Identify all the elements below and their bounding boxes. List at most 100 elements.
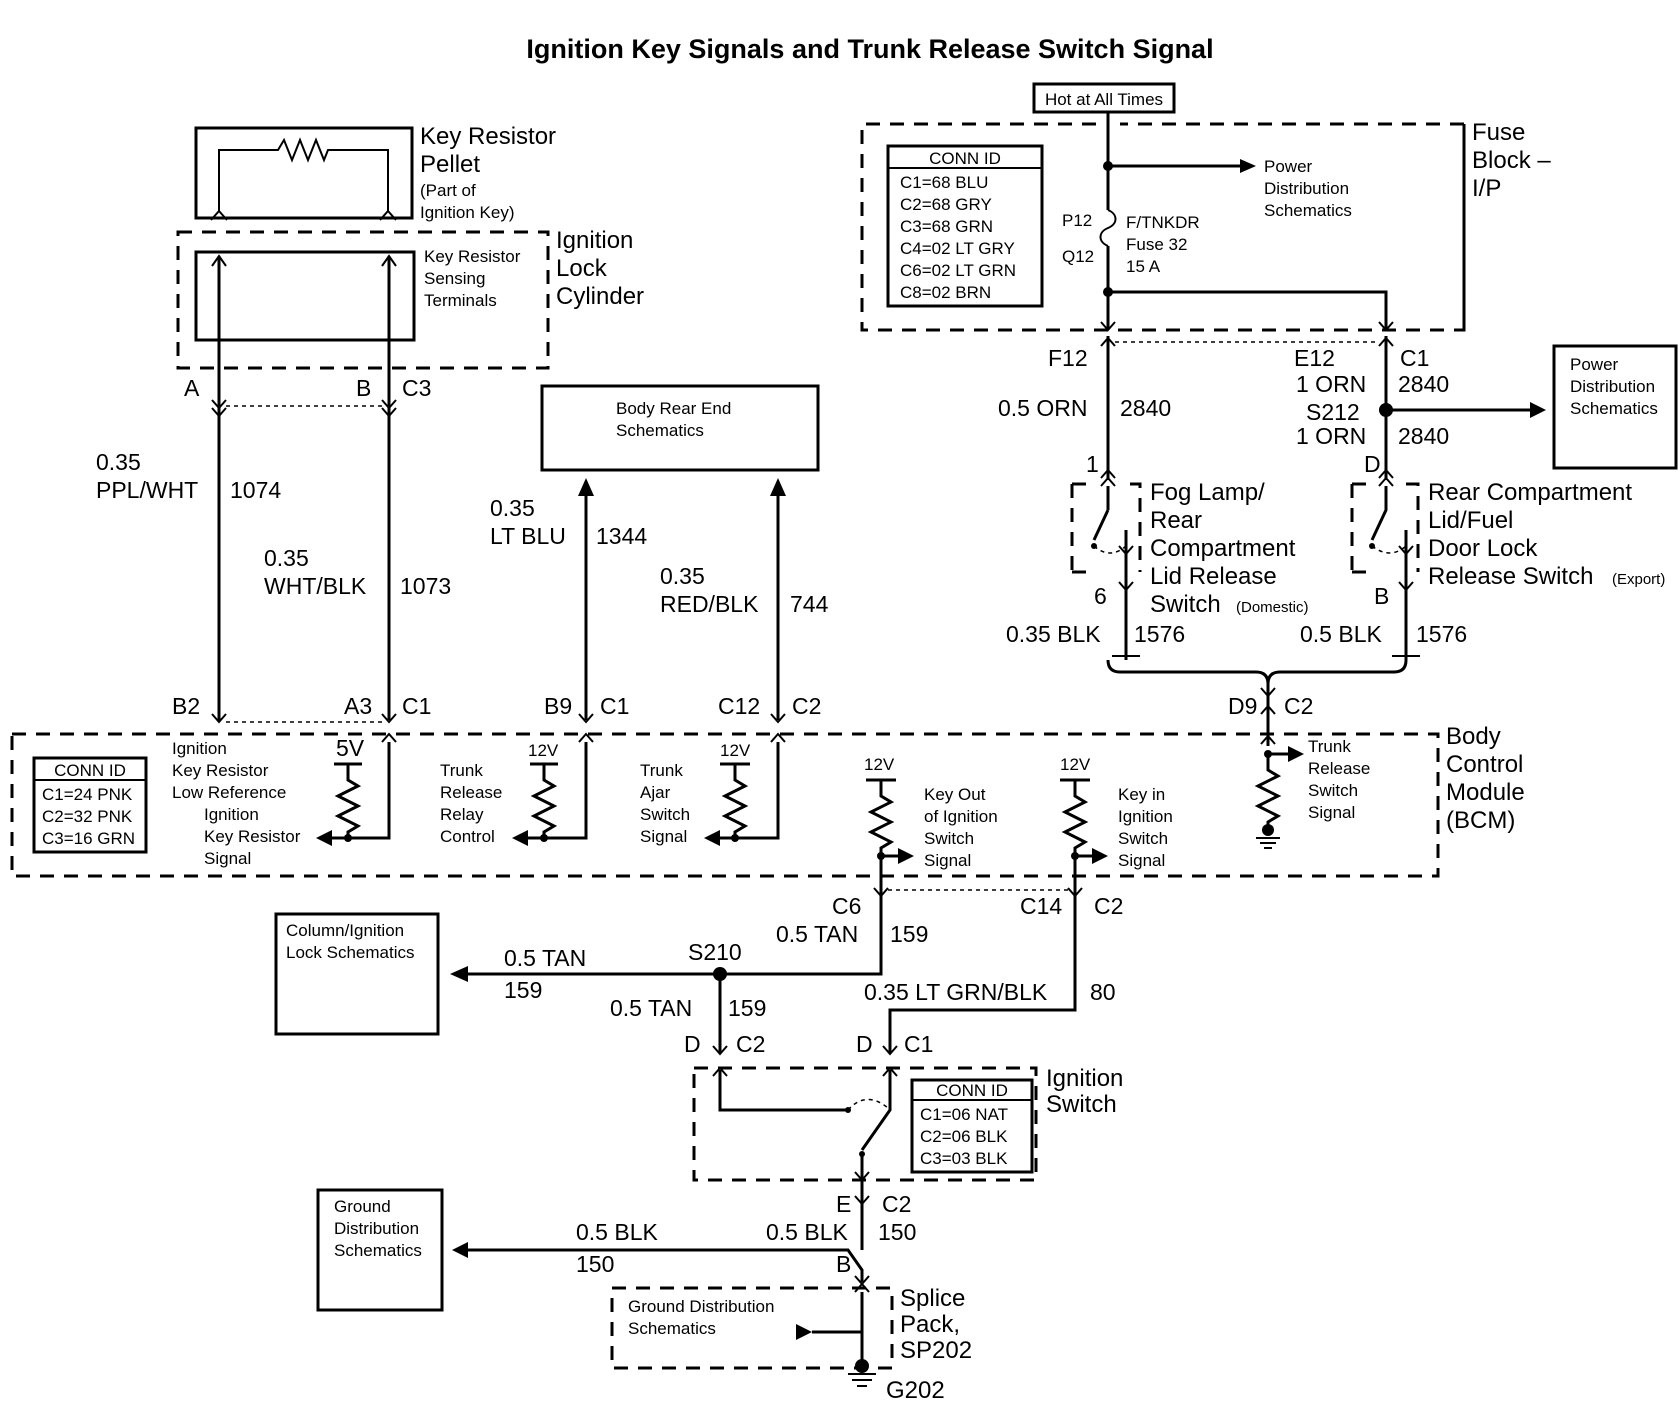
- bcm-conn-id-1: C1=24 PNK: [42, 785, 133, 804]
- body-rear-label-1: Body Rear End: [616, 399, 731, 418]
- fuse-conn-c1: C1: [1400, 345, 1429, 371]
- bcm-conn-id-title: CONN ID: [54, 761, 126, 780]
- lock-cylinder-label-2: Lock: [556, 255, 608, 282]
- w159-down-num: 159: [728, 995, 766, 1021]
- sensing-terminals-label-1: Key Resistor: [424, 247, 521, 266]
- w1576-r-num: 1576: [1416, 621, 1467, 647]
- column-label-1: Column/Ignition: [286, 921, 404, 940]
- sensing-terminals-label-3: Terminals: [424, 291, 497, 310]
- fuse-conn-id-2: C2=68 GRY: [900, 195, 992, 214]
- bcm-conn-c2-c14: C2: [1094, 893, 1123, 919]
- lock-cylinder-label-1: Ignition: [556, 227, 633, 254]
- fog-pin-1: 1: [1086, 451, 1099, 477]
- bcm-12v-ajar: 12V: [720, 741, 751, 760]
- pin-b9: B9: [544, 693, 572, 719]
- trunk-ajar-label-4: Signal: [640, 827, 687, 846]
- fuse-label-3: 15 A: [1126, 257, 1161, 276]
- splice-pack-label-1: Splice: [900, 1285, 965, 1312]
- w159-c6-num: 159: [890, 921, 928, 947]
- ignition-switch: D C2 D C1 CONN ID C1=06 NAT C2=06 BLK C3…: [684, 1031, 1123, 1210]
- pellet-label-3: (Part of: [420, 181, 476, 200]
- w1576-l-spec: 0.35 BLK: [1006, 621, 1101, 647]
- fog-label-1: Fog Lamp/: [1150, 479, 1265, 506]
- trunk-release-label-3: Switch: [1308, 781, 1358, 800]
- key-resistor-pellet: Key Resistor Pellet (Part of Ignition Ke…: [194, 123, 556, 222]
- pin-b2: B2: [172, 693, 200, 719]
- bcm-conn-id-2: C2=32 PNK: [42, 807, 133, 826]
- trunk-release-label-2: Release: [1308, 759, 1370, 778]
- splice-pack-sp202: Ground Distribution Schematics Splice Pa…: [610, 1275, 972, 1387]
- bcm-conn-id-3: C3=16 GRN: [42, 829, 135, 848]
- fuse-block-label-1: Fuse: [1472, 119, 1525, 146]
- bcm-label-3: Module: [1446, 779, 1525, 806]
- ground-distribution-box: Ground Distribution Schematics: [316, 1188, 444, 1312]
- key-in-label-1: Key in: [1118, 785, 1165, 804]
- ign-conn-c1: C1: [904, 1031, 933, 1057]
- ign-ref-label-3: Low Reference: [172, 783, 286, 802]
- bcm-12v-keyout: 12V: [864, 755, 895, 774]
- fog-label-5: Switch: [1150, 591, 1221, 618]
- trunk-relay-label-2: Release: [440, 783, 502, 802]
- w80-num: 80: [1090, 979, 1116, 1005]
- splice-inner-label-2: Schematics: [628, 1319, 716, 1338]
- fuse-power-dist-3: Schematics: [1264, 201, 1352, 220]
- key-in-label-2: Ignition: [1118, 807, 1173, 826]
- ign-conn-id-title: CONN ID: [936, 1081, 1008, 1100]
- w744-gauge: 0.35: [660, 563, 705, 589]
- ign-pin-e: E: [836, 1191, 851, 1217]
- w1344-gauge: 0.35: [490, 495, 535, 521]
- bcm-conn-c1-b9: C1: [600, 693, 629, 719]
- w2840-e-bot-spec: 1 ORN: [1296, 423, 1366, 449]
- fuse-conn-id-4: C4=02 LT GRY: [900, 239, 1015, 258]
- ignition-lock-cylinder: Ignition Lock Cylinder Key Resistor Sens…: [176, 227, 644, 370]
- trunk-release-label-4: Signal: [1308, 803, 1355, 822]
- ign-conn-id-1: C1=06 NAT: [920, 1105, 1008, 1124]
- bcm-label-4: (BCM): [1446, 807, 1515, 834]
- rear-label-note: (Export): [1612, 571, 1665, 588]
- w150-right-num: 150: [878, 1219, 916, 1245]
- rear-label-2: Lid/Fuel: [1428, 507, 1513, 534]
- w159-c6-spec: 0.5 TAN: [776, 921, 858, 947]
- rear-compartment-release-switch: D B Rear Compartment Lid/Fuel Door Lock …: [1350, 451, 1665, 660]
- fuse-conn-id-1: C1=68 BLU: [900, 173, 988, 192]
- bcm-label-2: Control: [1446, 751, 1523, 778]
- fuse-block: Hot at All Times CONN ID C1=68 BLU C2=68…: [860, 82, 1551, 332]
- trunk-ajar-label-1: Trunk: [640, 761, 683, 780]
- fuse-conn-id-5: C6=02 LT GRN: [900, 261, 1016, 280]
- rear-pin-d: D: [1364, 451, 1381, 477]
- key-out-label-3: Switch: [924, 829, 974, 848]
- body-control-module: CONN ID C1=24 PNK C2=32 PNK C3=16 GRN Bo…: [10, 723, 1525, 878]
- key-out-label-4: Signal: [924, 851, 971, 870]
- pellet-label-4: Ignition Key): [420, 203, 515, 222]
- key-in-label-4: Signal: [1118, 851, 1165, 870]
- w744-color: RED/BLK: [660, 591, 759, 617]
- pin-c12: C12: [718, 693, 760, 719]
- fog-label-4: Lid Release: [1150, 563, 1277, 590]
- hot-at-all-times: Hot at All Times: [1045, 90, 1163, 109]
- splice-inner-label-1: Ground Distribution: [628, 1297, 774, 1316]
- body-rear-label-2: Schematics: [616, 421, 704, 440]
- splice-pin-b: B: [836, 1251, 851, 1277]
- ign-pin-d2: D: [856, 1031, 873, 1057]
- ground-label-1: Ground: [334, 1197, 391, 1216]
- pin-e12: E12: [1294, 345, 1335, 371]
- ground-g202: G202: [886, 1377, 945, 1404]
- w150-left-spec: 0.5 BLK: [576, 1219, 658, 1245]
- w150-right-spec: 0.5 BLK: [766, 1219, 848, 1245]
- trunk-relay-label-4: Control: [440, 827, 495, 846]
- fuse-block-label-3: I/P: [1472, 175, 1501, 202]
- fuse-block-label-2: Block –: [1472, 147, 1551, 174]
- bcm-conn-c2-d9: C2: [1284, 693, 1313, 719]
- ign-sig-label-3: Signal: [204, 849, 251, 868]
- splice-pack-label-3: SP202: [900, 1337, 972, 1364]
- ground-label-2: Distribution: [334, 1219, 419, 1238]
- fuse-label-2: Fuse 32: [1126, 235, 1187, 254]
- trunk-ajar-label-2: Ajar: [640, 783, 671, 802]
- fuse-32-symbol: [1099, 209, 1117, 247]
- bcm-label-1: Body: [1446, 723, 1501, 750]
- rear-label-1: Rear Compartment: [1428, 479, 1632, 506]
- fog-label-note: (Domestic): [1236, 599, 1309, 616]
- fuse-conn-id-3: C3=68 GRN: [900, 217, 993, 236]
- pin-d9: D9: [1228, 693, 1257, 719]
